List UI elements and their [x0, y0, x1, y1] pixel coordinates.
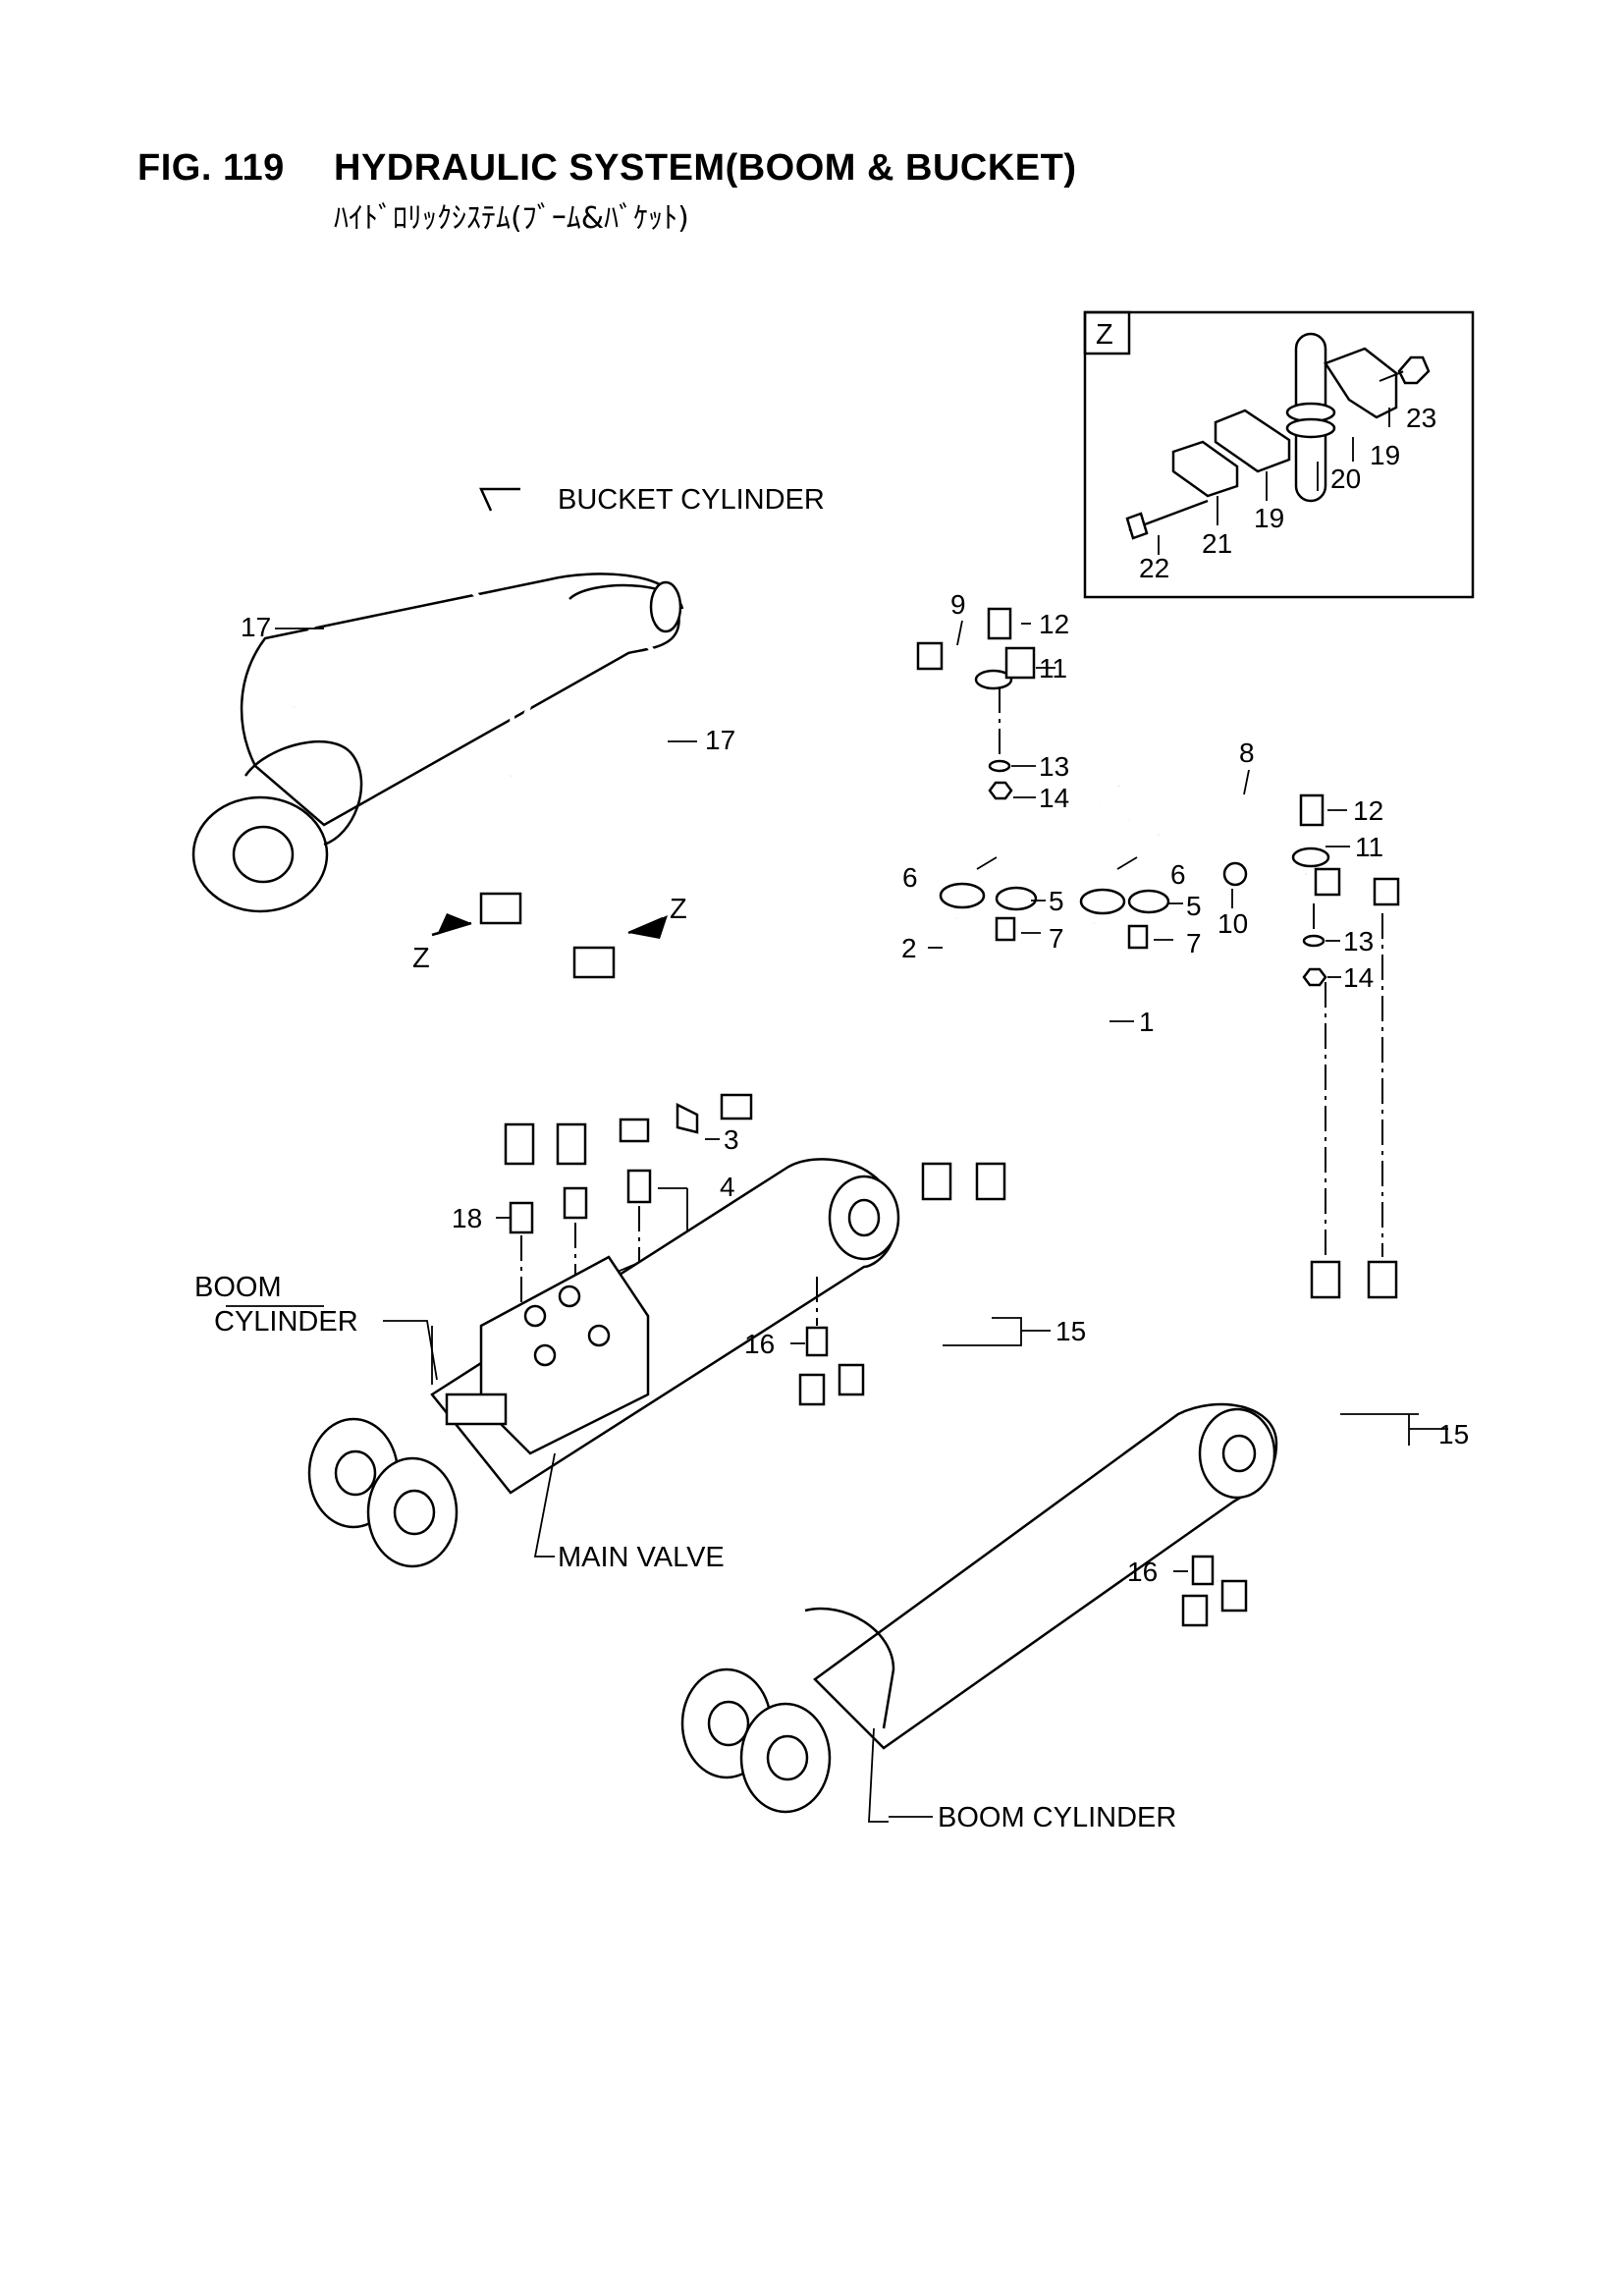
part-label-4: 4	[720, 1172, 735, 1202]
adapter-4-icon	[626, 1169, 652, 1204]
plug-10-icon	[1222, 861, 1248, 887]
bolt-7-left	[995, 916, 1016, 942]
flange-left-icon	[939, 882, 986, 909]
boom-cylinder-left-label-line1: BOOM	[194, 1272, 282, 1303]
hose-fitting-left	[504, 1122, 535, 1166]
part-label-17-left: 17	[241, 612, 271, 642]
part-label-16-right: 16	[1127, 1557, 1158, 1587]
part-label-11-right: 11	[1355, 832, 1383, 862]
figure-subtitle: ﾊｲﾄﾞﾛﾘｯｸｼｽﾃﾑ(ﾌﾞｰﾑ&ﾊﾞｹｯﾄ)	[334, 201, 689, 236]
fastener-set-left: 12 11 13 14	[987, 607, 1069, 813]
part-label-1: 1	[1139, 1007, 1155, 1037]
adapter-16-right	[1191, 1555, 1215, 1586]
main-valve: MAIN VALVE	[445, 1255, 725, 1573]
adapters: 4 18	[452, 1169, 735, 1324]
nut-icon	[1397, 355, 1431, 385]
hose-fitting-right	[556, 1122, 587, 1166]
part-label-12-left: 12	[1039, 609, 1069, 639]
figure-title-line: FIG. 119 HYDRAULIC SYSTEM(BOOM & BUCKET)	[137, 147, 1076, 190]
bolt-12-left	[987, 607, 1012, 640]
plate-icon	[1171, 440, 1239, 498]
detail-part-21: 21	[1202, 528, 1232, 559]
bolt-icon	[1125, 512, 1149, 540]
part-label-6-left: 6	[902, 862, 918, 893]
hose-15-left-pair: 15 16	[744, 1162, 1086, 1595]
detail-part-19-upper: 19	[1370, 440, 1400, 470]
washer-13-right	[1302, 934, 1325, 948]
hose-clamp-left[interactable]	[479, 892, 522, 925]
clamp-lower-icon	[1214, 409, 1291, 473]
boom-cylinder-right-label: BOOM CYLINDER	[938, 1802, 1176, 1833]
part-label-2: 2	[901, 933, 917, 963]
washer-13-left	[988, 759, 1011, 773]
detail-part-22: 22	[1139, 553, 1169, 583]
right-boom-cylinder: BOOM CYLINDER	[680, 1402, 1278, 1833]
part-label-12-right: 12	[1353, 795, 1383, 826]
adapter-18-right	[563, 1186, 588, 1220]
hose-clamp-right[interactable]	[572, 946, 616, 979]
nut-14-left	[988, 781, 1013, 800]
part-label-16-left: 16	[744, 1329, 775, 1359]
split-flange-5-right	[1127, 889, 1170, 914]
view-z-left: Z	[412, 943, 430, 974]
part-label-9: 9	[950, 589, 966, 620]
bolt-7-right	[1127, 924, 1149, 950]
hose-1-2-group: 2 1 3	[619, 917, 1155, 1155]
detail-z-box: Z 23 19 20 19 21 22	[1083, 310, 1475, 599]
split-flange-5-left	[995, 886, 1038, 911]
figure-title: HYDRAULIC SYSTEM(BOOM & BUCKET)	[334, 147, 1077, 189]
hose-17-group: 17 17	[241, 558, 735, 1166]
main-valve-label: MAIN VALVE	[558, 1542, 725, 1573]
part-label-5-left: 5	[1049, 886, 1064, 916]
part-label-14-right: 14	[1343, 962, 1374, 993]
part-label-14-left: 14	[1039, 783, 1069, 813]
part-label-13-left: 13	[1039, 751, 1069, 782]
clamp-11-left	[1004, 646, 1036, 680]
part-label-15-left: 15	[1055, 1316, 1086, 1346]
adapter-16-left	[805, 1326, 829, 1357]
bolt-12-right	[1299, 793, 1325, 827]
part-label-7-right: 7	[1186, 928, 1202, 958]
part-label-7-left: 7	[1049, 923, 1064, 954]
detail-part-20: 20	[1330, 464, 1361, 494]
detail-part-19-lower: 19	[1254, 503, 1284, 533]
clamp-upper-icon	[1324, 347, 1398, 419]
detail-part-23: 23	[1406, 403, 1436, 433]
part-label-15-right: 15	[1438, 1419, 1469, 1449]
figure-number: FIG. 119	[137, 147, 285, 189]
elbow-3-icon	[676, 1102, 699, 1134]
detail-z-label: Z	[1096, 319, 1113, 351]
part-label-17-right: 17	[705, 725, 735, 755]
adapter-18-left	[509, 1201, 534, 1234]
boom-cylinder-left-label-line2: CYLINDER	[214, 1306, 358, 1338]
part-label-8: 8	[1239, 738, 1255, 768]
hose-15-right-pair: 15 16	[1127, 913, 1469, 1741]
part-label-6-right: 6	[1170, 859, 1186, 890]
view-z-right: Z	[670, 894, 687, 925]
steel-pipes: 9 8	[916, 589, 1400, 906]
part-label-18: 18	[452, 1203, 482, 1233]
part-label-3: 3	[724, 1124, 739, 1155]
part-label-11-left: 11	[1039, 653, 1067, 683]
flange-group: 6 6 5 5 7 7	[902, 856, 1202, 958]
nut-14-right	[1302, 967, 1327, 987]
arrow-icon	[437, 913, 471, 935]
part-label-13-right: 13	[1343, 926, 1374, 957]
bucket-cylinder-label: BUCKET CYLINDER	[558, 484, 825, 516]
part-label-5-right: 5	[1186, 891, 1202, 921]
part-label-10: 10	[1217, 908, 1248, 939]
hose-1-end	[720, 1093, 753, 1121]
hose-2-elbow	[619, 1118, 650, 1143]
flange-right-icon	[1079, 888, 1126, 915]
view-z-arrows: Z Z	[412, 894, 687, 974]
fastener-set-right: 12 11 13 14 10	[1217, 793, 1383, 993]
